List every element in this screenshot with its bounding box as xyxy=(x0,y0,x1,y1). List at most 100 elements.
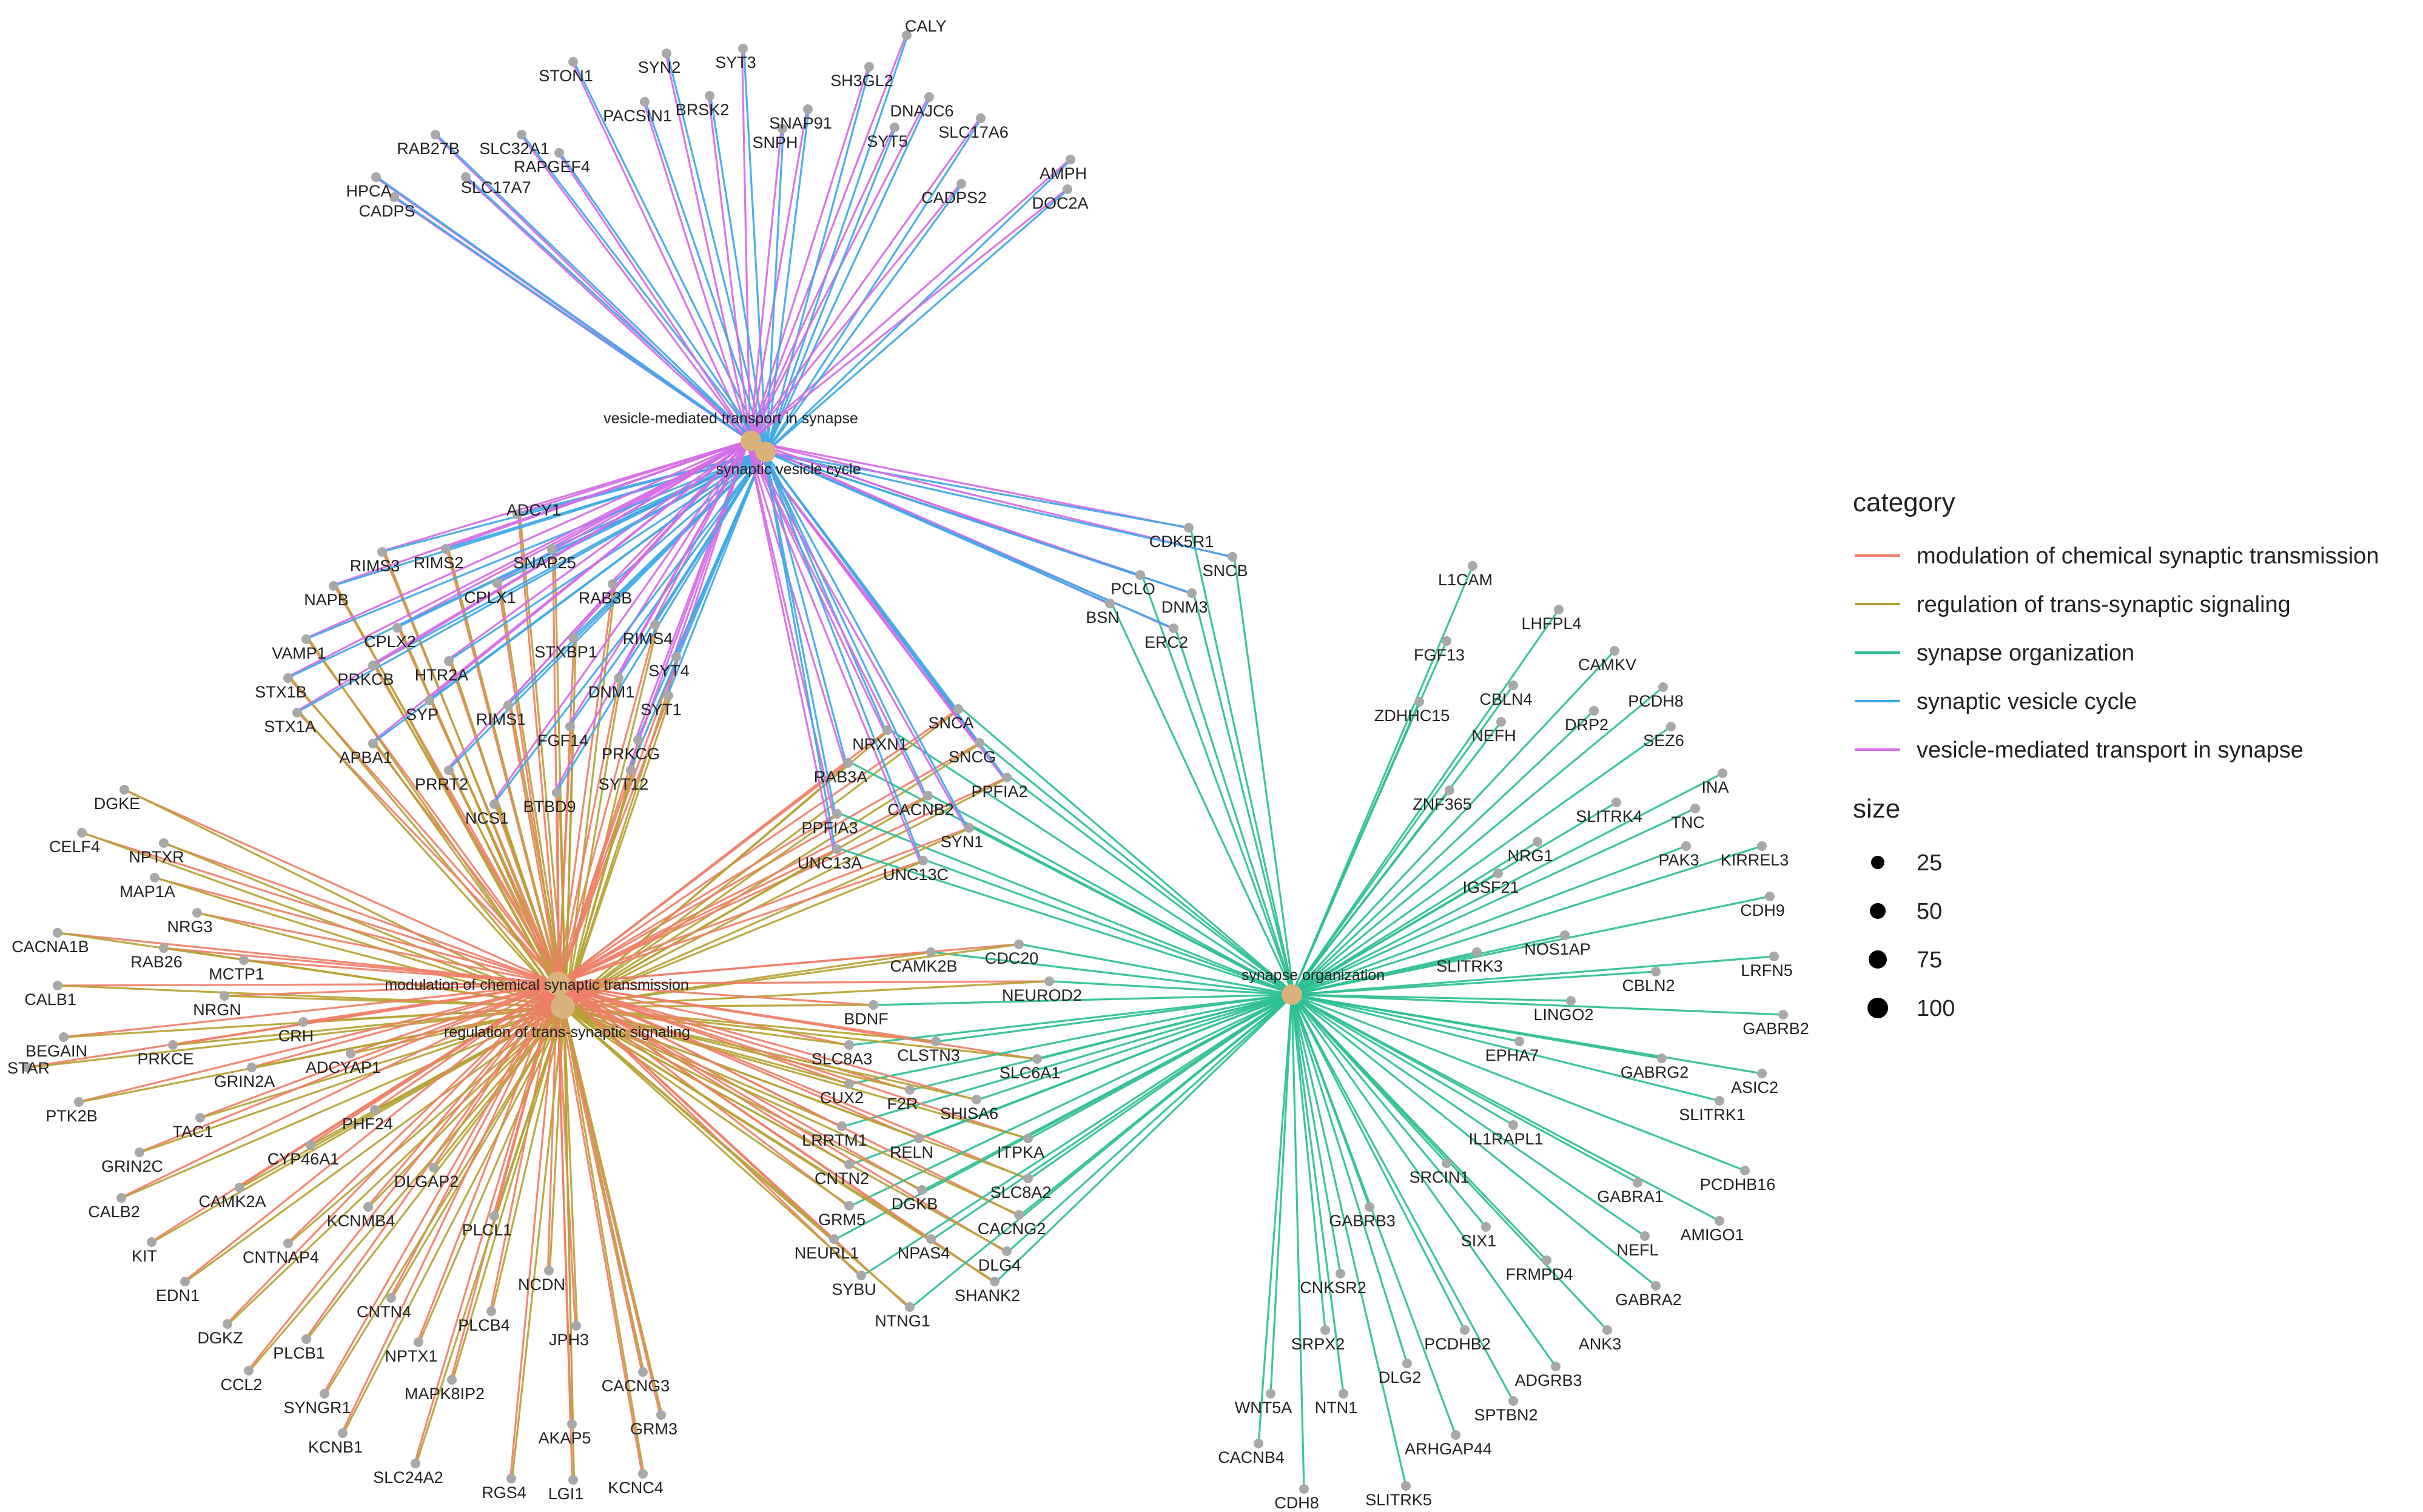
gene-node-sez6 xyxy=(1666,722,1676,731)
edge-mod-f2r xyxy=(556,983,909,1091)
gene-label-ppfia2: PPFIA2 xyxy=(971,782,1027,801)
gene-node-stx1a xyxy=(292,708,302,717)
edge-ves-snph xyxy=(748,128,783,442)
gene-node-pcdhb2 xyxy=(1460,1325,1470,1335)
edge-reg-prrt2 xyxy=(451,770,566,1007)
gene-label-sez6: SEZ6 xyxy=(1643,731,1684,750)
edge-reg-shank2 xyxy=(562,1006,995,1283)
gene-label-nrxn1: NRXN1 xyxy=(852,735,908,753)
gene-node-cacng2 xyxy=(1014,1210,1024,1220)
edge-reg-ppfia2 xyxy=(564,776,1009,1008)
gene-node-akap5 xyxy=(567,1419,577,1429)
edge-org-camkv xyxy=(1291,650,1616,996)
gene-node-caly xyxy=(902,30,912,40)
edge-ves-unc13c xyxy=(746,440,921,861)
edge-org-bsn xyxy=(1111,603,1295,995)
gene-node-prkcb xyxy=(368,660,378,670)
legend-size-label-50: 50 xyxy=(1917,899,1942,924)
edge-mod-cntnap4 xyxy=(286,983,558,1245)
edge-org-slitrk5 xyxy=(1291,994,1407,1487)
gene-label-dnajc6: DNAJC6 xyxy=(890,102,953,120)
edge-org-erc2 xyxy=(1174,628,1295,995)
edge-mod-kcnb1 xyxy=(341,983,558,1434)
gene-node-amigo1 xyxy=(1715,1216,1724,1226)
gene-node-fgf13 xyxy=(1442,636,1451,646)
gene-label-clstn3: CLSTN3 xyxy=(897,1046,960,1064)
edge-mod-grin2c xyxy=(138,983,558,1154)
edge-reg-plcb4 xyxy=(491,1006,565,1312)
gene-label-syn2: SYN2 xyxy=(638,58,681,76)
gene-label-ncs1: NCS1 xyxy=(465,809,509,827)
edge-reg-lgi1 xyxy=(562,1006,576,1480)
gene-node-nptxr xyxy=(159,838,169,848)
gene-node-rab26 xyxy=(159,943,169,953)
edge-reg-btbd9 xyxy=(558,792,567,1007)
gene-node-phf24 xyxy=(370,1105,380,1115)
gene-node-shank2 xyxy=(990,1277,1000,1286)
legend-label-synapse-organization: synapse organization xyxy=(1917,640,2134,666)
gene-label-dgkz: DGKZ xyxy=(197,1329,243,1347)
gene-label-amph: AMPH xyxy=(1040,164,1087,183)
gene-label-neurod2: NEUROD2 xyxy=(1002,986,1082,1004)
gene-label-cdh8: CDH8 xyxy=(1274,1494,1319,1512)
edge-svc-slc17a6 xyxy=(765,118,983,452)
gene-node-znf365 xyxy=(1445,785,1454,795)
edge-reg-syt12 xyxy=(564,770,635,1007)
edge-org-nefl xyxy=(1291,993,1645,1237)
gene-node-sncg xyxy=(975,738,984,748)
gene-node-neurl1 xyxy=(829,1234,839,1244)
edge-svc-sncb xyxy=(765,451,1233,558)
gene-label-nefh: NEFH xyxy=(1471,727,1516,745)
gene-label-itpka: ITPKA xyxy=(997,1143,1044,1161)
edge-org-dlg2 xyxy=(1291,994,1408,1364)
gene-label-kcnc4: KCNC4 xyxy=(608,1479,664,1497)
edge-mod-edn1 xyxy=(183,983,558,1283)
gene-label-cacnb4: CACNB4 xyxy=(1218,1448,1285,1467)
gene-node-unc13c xyxy=(918,856,928,865)
gene-label-amigo1: AMIGO1 xyxy=(1680,1226,1744,1244)
hub-node-vesicle xyxy=(741,431,761,451)
edge-reg-rims4 xyxy=(564,624,659,1007)
gene-label-lhfpl4: LHFPL4 xyxy=(1521,614,1581,633)
gene-node-cux2 xyxy=(844,1079,854,1089)
edge-reg-jph3 xyxy=(562,1006,579,1326)
gene-node-npas4 xyxy=(926,1234,936,1244)
gene-label-shank2: SHANK2 xyxy=(955,1286,1020,1305)
edge-org-npas4 xyxy=(932,993,1294,1240)
edge-mod-dnm1 xyxy=(557,677,621,984)
gene-label-slc24a2: SLC24A2 xyxy=(373,1468,443,1487)
gene-label-ncdn: NCDN xyxy=(518,1275,565,1294)
gene-label-nrg3: NRG3 xyxy=(167,918,212,936)
gene-label-syngr1: SYNGR1 xyxy=(283,1399,351,1417)
edge-org-pcdhb2 xyxy=(1291,994,1466,1331)
gene-node-begain xyxy=(59,1032,69,1042)
edge-mod-nrg3 xyxy=(196,912,557,985)
legend-category-title: category xyxy=(1853,488,1955,517)
edge-ves-ston1 xyxy=(571,61,751,442)
gene-label-zdhhc15: ZDHHC15 xyxy=(1374,707,1450,725)
gene-node-slitrk3 xyxy=(1472,947,1482,957)
gene-label-ank3: ANK3 xyxy=(1579,1335,1622,1353)
edge-reg-rims1 xyxy=(509,705,567,1007)
edge-org-cbln4 xyxy=(1291,685,1514,995)
gene-label-sncb: SNCB xyxy=(1202,562,1248,580)
gene-node-syt5 xyxy=(890,123,899,132)
gene-node-star xyxy=(22,1063,32,1072)
gene-node-napb xyxy=(329,581,338,591)
edge-org-drp2 xyxy=(1291,710,1595,996)
gene-node-grm3 xyxy=(656,1410,666,1420)
gene-label-syp: SYP xyxy=(406,705,439,724)
gene-node-kit xyxy=(147,1237,156,1247)
edge-reg-dgkz xyxy=(227,1006,565,1325)
edge-reg-cdc20 xyxy=(562,943,1020,1008)
edge-org-gabrb2 xyxy=(1291,993,1784,1016)
edge-reg-plcb1 xyxy=(306,1006,565,1340)
gene-label-phf24: PHF24 xyxy=(342,1115,393,1133)
edge-org-dnm3 xyxy=(1192,593,1295,995)
edge-mod-cntn2 xyxy=(556,983,848,1166)
edge-reg-kcnb1 xyxy=(343,1006,565,1434)
gene-node-cacnb2 xyxy=(923,791,933,801)
gene-label-cyp46a1: CYP46A1 xyxy=(267,1150,340,1168)
gene-label-vamp1: VAMP1 xyxy=(272,644,326,662)
